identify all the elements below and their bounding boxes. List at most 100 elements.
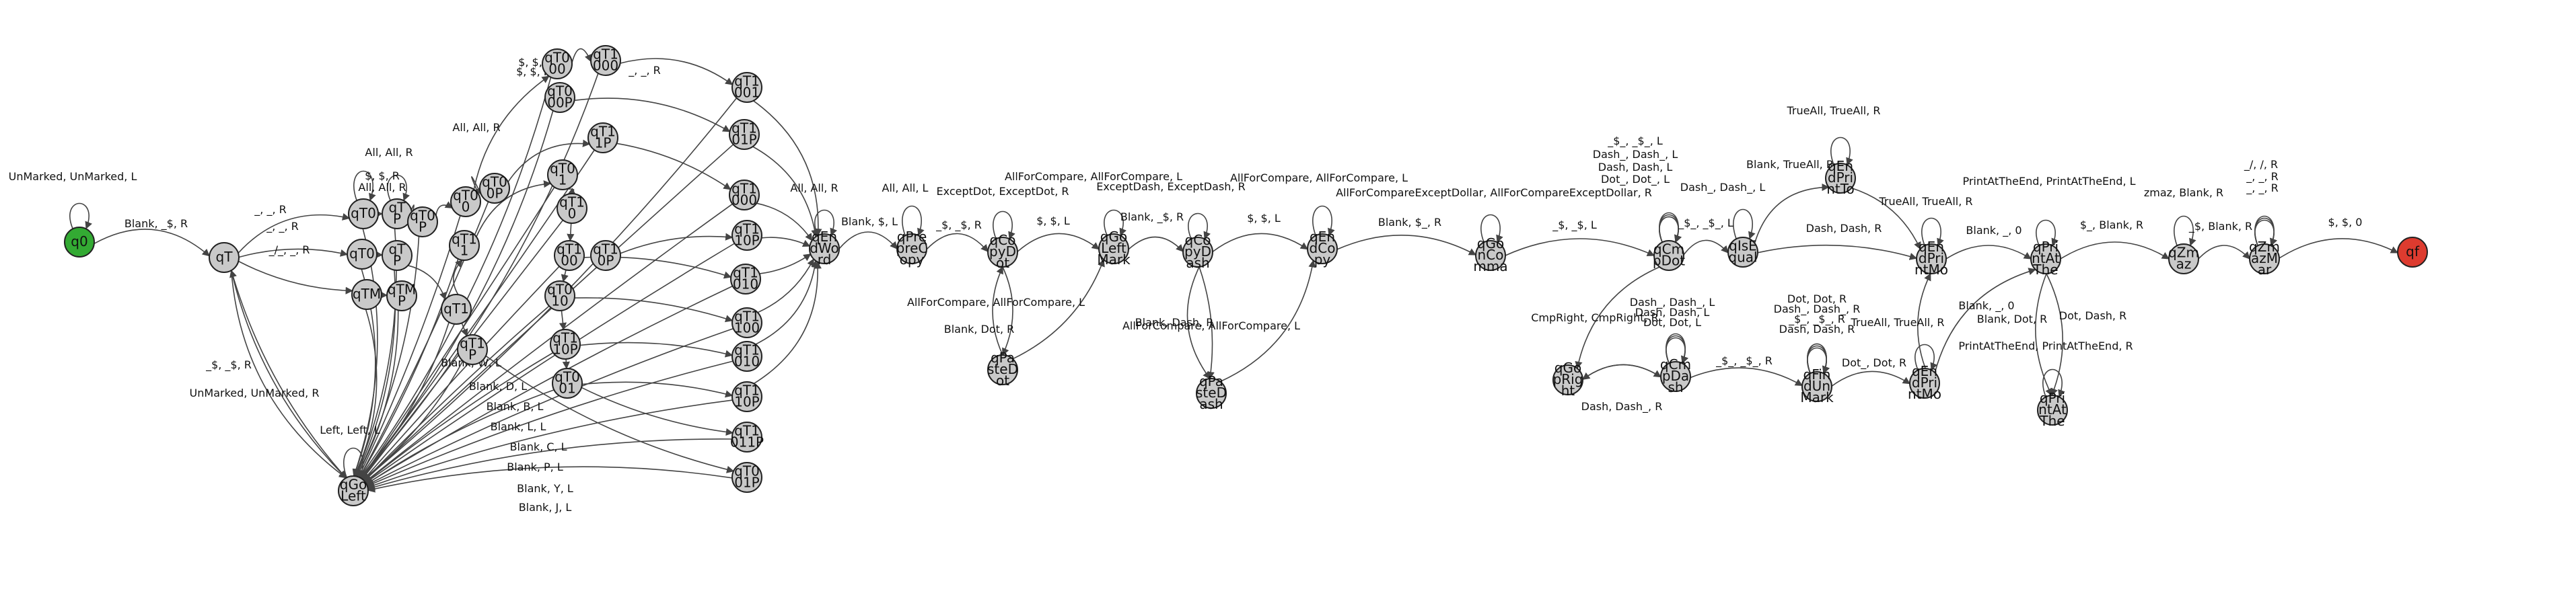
transition-edge bbox=[2046, 273, 2063, 397]
state-node bbox=[1307, 233, 1338, 264]
edge-label: Blank, Dot, R bbox=[1977, 313, 2047, 325]
transition-edge bbox=[1575, 266, 1660, 369]
state-node bbox=[351, 279, 382, 310]
state-node bbox=[1653, 240, 1684, 271]
transition-edge bbox=[367, 399, 733, 489]
transition-edge bbox=[360, 321, 450, 479]
edge-label: _$, _$, R bbox=[205, 358, 252, 372]
transition-edge bbox=[358, 215, 461, 478]
edge-label: _$_, _$_, R bbox=[1715, 354, 1773, 368]
self-loop-edge bbox=[343, 447, 366, 479]
edge-label: Blank, _, 0 bbox=[1958, 299, 2014, 313]
state-node bbox=[729, 119, 760, 150]
state-label: qf bbox=[2406, 243, 2420, 260]
state-node bbox=[731, 220, 762, 251]
self-loop-edge bbox=[1659, 216, 1682, 243]
self-loop-edge bbox=[2174, 215, 2196, 247]
transition-edge bbox=[620, 58, 734, 85]
edge-label: UnMarked, UnMarked, L bbox=[9, 170, 137, 183]
transition-edge bbox=[476, 180, 552, 237]
edge-label: Dash, Dash, R bbox=[1779, 323, 1855, 336]
edge-label: AllForCompare, AllForCompare, L bbox=[907, 296, 1085, 309]
transition-edge bbox=[581, 387, 734, 436]
edge-label: $, $, R bbox=[516, 65, 551, 78]
state-node bbox=[2168, 243, 2199, 274]
state-label: qT1 bbox=[443, 301, 469, 317]
transition-edge bbox=[757, 258, 814, 313]
state-node bbox=[1660, 361, 1691, 392]
transition-edge bbox=[229, 270, 347, 479]
edge-label: Dot_, Dot, R bbox=[1842, 356, 1906, 370]
state-node bbox=[407, 206, 438, 237]
edge-label: Blank, P, L bbox=[507, 461, 563, 473]
edge-label: Dot, Dot, R bbox=[1787, 292, 1847, 305]
transition-edge bbox=[759, 253, 812, 274]
edge-label: Dash, Dash, L bbox=[1635, 306, 1710, 319]
self-loop-edge bbox=[902, 205, 925, 237]
state-node bbox=[731, 462, 762, 493]
edge-label: Blank, $, L bbox=[841, 215, 898, 228]
self-loop-edge bbox=[2254, 219, 2277, 247]
transition-edge bbox=[574, 97, 731, 132]
transition-edge bbox=[1917, 272, 1931, 369]
transition-edge bbox=[1505, 238, 1655, 256]
transition-edge bbox=[363, 144, 734, 481]
transition-edge bbox=[360, 73, 599, 479]
state-node bbox=[348, 198, 379, 229]
edge-label: Blank, Dot, R bbox=[944, 323, 1014, 336]
edge-label: _, _, R bbox=[628, 64, 660, 77]
self-loop-edge bbox=[1733, 208, 1756, 240]
edge-label: _/, /, R bbox=[2244, 158, 2278, 171]
state-node bbox=[731, 307, 762, 338]
edge-label: Blank, _, 0 bbox=[1966, 224, 2022, 237]
state-qf: qf bbox=[2397, 237, 2428, 268]
state-node bbox=[731, 341, 762, 372]
transition-edge bbox=[94, 229, 210, 257]
state-label: qT0 bbox=[349, 245, 375, 262]
transition-edge bbox=[2198, 245, 2250, 260]
transition-edge bbox=[1851, 187, 1921, 250]
state-qt: qT bbox=[209, 242, 240, 273]
edge-label: Blank, L, L bbox=[491, 420, 546, 433]
transition-edge bbox=[1582, 364, 1661, 380]
transition-edge bbox=[365, 243, 736, 483]
state-node bbox=[730, 264, 761, 294]
edge-label: Dash, Dash, R bbox=[1806, 222, 1882, 235]
state-node bbox=[552, 368, 583, 399]
edge-label: TrueAll, TrueAll, R bbox=[1786, 104, 1880, 117]
transition-edge bbox=[1757, 244, 1918, 260]
transition-edge bbox=[238, 260, 353, 294]
self-loop-edge bbox=[1830, 136, 1853, 166]
transition-edge bbox=[567, 223, 575, 242]
edge-label: Dash_, Dash_, R bbox=[1774, 303, 1861, 316]
edge-label: All, All, R bbox=[358, 181, 406, 194]
transition-edge bbox=[1186, 266, 1211, 380]
